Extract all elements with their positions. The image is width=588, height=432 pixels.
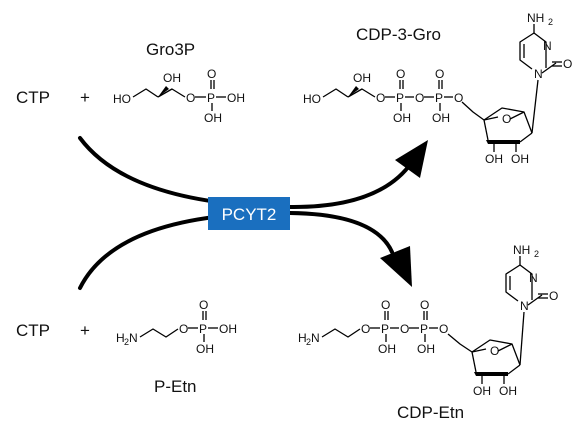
svg-text:O: O — [563, 57, 572, 71]
svg-text:OH: OH — [499, 384, 517, 398]
svg-text:N: N — [311, 331, 320, 345]
svg-text:2: 2 — [548, 17, 553, 27]
svg-text:O: O — [420, 298, 429, 312]
svg-text:O: O — [400, 322, 409, 336]
svg-text:2: 2 — [306, 337, 311, 347]
svg-text:P: P — [420, 322, 428, 336]
top-plus-sign: + — [80, 88, 90, 107]
svg-text:N: N — [520, 299, 529, 313]
svg-text:O: O — [186, 91, 195, 105]
svg-text:O: O — [549, 289, 558, 303]
svg-text:OH: OH — [473, 384, 491, 398]
top-ctp-label: CTP — [16, 88, 50, 107]
svg-text:P: P — [396, 91, 404, 105]
svg-text:O: O — [179, 322, 188, 336]
enzyme-box — [208, 197, 290, 230]
svg-text:N: N — [543, 39, 552, 53]
cdp-3-gro-label: CDP-3-Gro — [356, 25, 441, 44]
cdp-3-gro-structure: HO OH O P O OH O P O OH O O OH — [303, 11, 572, 166]
svg-text:NH: NH — [527, 11, 544, 25]
svg-text:NH: NH — [513, 243, 530, 257]
top-arrowhead — [395, 140, 428, 178]
gro3p-label: Gro3P — [146, 40, 195, 59]
svg-text:O: O — [454, 91, 463, 105]
svg-text:2: 2 — [534, 249, 539, 259]
svg-text:O: O — [490, 344, 499, 358]
svg-text:O: O — [207, 67, 216, 81]
svg-text:P: P — [207, 91, 215, 105]
svg-text:OH: OH — [227, 91, 245, 105]
svg-text:OH: OH — [163, 71, 181, 85]
svg-text:O: O — [435, 67, 444, 81]
svg-text:N: N — [534, 67, 543, 81]
svg-text:O: O — [376, 91, 385, 105]
cdp-etn-label: CDP-Etn — [397, 403, 464, 422]
svg-text:OH: OH — [378, 342, 396, 356]
svg-text:O: O — [502, 112, 511, 126]
svg-text:O: O — [381, 298, 390, 312]
cdp-etn-structure: H 2 N O P O OH O P O OH O O OH OH — [298, 243, 558, 398]
svg-text:O: O — [361, 322, 370, 336]
svg-text:H: H — [116, 331, 125, 345]
svg-text:O: O — [199, 298, 208, 312]
svg-text:OH: OH — [511, 152, 529, 166]
svg-text:P: P — [381, 322, 389, 336]
svg-text:P: P — [435, 91, 443, 105]
bottom-ctp-label: CTP — [16, 321, 50, 340]
svg-text:O: O — [439, 322, 448, 336]
svg-text:2: 2 — [124, 337, 129, 347]
svg-text:P: P — [199, 322, 207, 336]
enzyme-label: PCYT2 — [222, 205, 277, 224]
svg-text:N: N — [129, 331, 138, 345]
gro3p-structure: HO OH O P O OH OH — [113, 67, 245, 125]
svg-text:H: H — [298, 331, 307, 345]
svg-text:O: O — [396, 67, 405, 81]
svg-text:OH: OH — [393, 111, 411, 125]
svg-text:HO: HO — [303, 92, 321, 106]
bottom-plus-sign: + — [80, 321, 90, 340]
svg-text:OH: OH — [353, 71, 371, 85]
svg-text:OH: OH — [432, 111, 450, 125]
p-etn-label: P-Etn — [154, 377, 197, 396]
p-etn-structure: H 2 N O P O OH OH — [116, 298, 237, 356]
svg-text:N: N — [529, 271, 538, 285]
svg-text:OH: OH — [219, 322, 237, 336]
top-reaction-arrow — [78, 136, 414, 210]
svg-text:HO: HO — [113, 92, 131, 106]
svg-text:O: O — [415, 91, 424, 105]
svg-text:OH: OH — [417, 342, 435, 356]
svg-text:OH: OH — [204, 111, 222, 125]
svg-text:OH: OH — [196, 342, 214, 356]
svg-text:OH: OH — [485, 152, 503, 166]
bottom-arrowhead — [380, 246, 412, 287]
